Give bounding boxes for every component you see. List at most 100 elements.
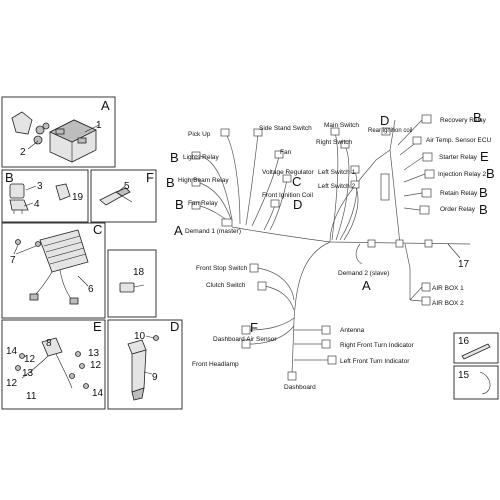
connector-left-turn: [327, 355, 337, 365]
label-side-stand-switch: Side Stand Switch: [259, 125, 312, 132]
panel-e-num-8: 8: [46, 338, 52, 349]
panel-e-num-13b: 13: [22, 368, 34, 379]
panel-e-num-14a: 14: [6, 346, 18, 357]
panel-c-num-6: 6: [88, 284, 94, 295]
connector-front-ignition-coil: [270, 199, 280, 208]
panel-b-num-19: 19: [72, 192, 84, 203]
harness-callouts: B B B A C D D B E B B B A F: [166, 110, 495, 335]
panel-d-num-9: 9: [152, 372, 158, 383]
connector-front-stop: [249, 263, 259, 273]
panel-18-num: 18: [133, 267, 145, 278]
callout-f-dashboard: F: [250, 320, 258, 335]
connector-starter-relay: [422, 152, 433, 162]
callout-a-demand2: A: [362, 278, 371, 293]
callout-e-starter: E: [480, 149, 489, 164]
panel-a-letter: A: [101, 98, 110, 113]
panel-c-letter: C: [93, 222, 102, 237]
connector-side-stand: [253, 128, 263, 137]
panel-e-num-14b: 14: [92, 388, 104, 399]
label-retain-relay: Retain Relay: [440, 190, 478, 197]
connector-fuse-block: [380, 173, 390, 201]
connector-high-beam: [191, 178, 201, 187]
starter-relay-part: [21, 337, 73, 389]
screw-part: [35, 241, 41, 247]
label-air-box-1: AIR BOX 1: [432, 285, 464, 292]
panel-a: A 1 2: [1, 96, 116, 168]
connector-recovery-relay: [421, 114, 432, 124]
connector-dashboard: [287, 371, 297, 381]
connector-fan-relay: [191, 201, 201, 210]
panel-15: 15: [453, 365, 499, 400]
connector-junction: [367, 239, 376, 248]
clip-part: [479, 371, 491, 395]
callout-b-injection: B: [486, 166, 495, 181]
label-air-temp-sensor-ecu: Air Temp. Sensor ECU: [426, 137, 492, 144]
connector-left-switch-2: [350, 180, 360, 189]
panel-b: B 3 4 19: [1, 169, 89, 223]
label-right-switch: Right Switch: [316, 139, 353, 146]
connector-junction: [395, 239, 404, 248]
harness-number-17: 17: [458, 259, 470, 270]
label-fan: Fan: [280, 149, 292, 156]
harness-labels: Pick Up Side Stand Switch Main Switch Re…: [178, 117, 492, 391]
callout-b-fan-relay: B: [175, 197, 184, 212]
connector-antenna: [321, 325, 331, 335]
connector-right-switch: [340, 140, 350, 149]
label-order-relay: Order Relay: [440, 206, 476, 213]
label-lights-relay: Lights Relay: [183, 154, 220, 161]
cable-tie-part: [461, 343, 491, 360]
label-pick-up: Pick Up: [188, 131, 211, 138]
label-front-stop-switch: Front Stop Switch: [196, 265, 248, 272]
connector-junction: [424, 239, 433, 248]
connector-pick-up: [220, 128, 230, 137]
connector-left-switch-1: [350, 165, 360, 174]
label-injection-relay-2: Injection Relay 2: [438, 171, 486, 178]
label-fan-relay: Fan Relay: [188, 200, 218, 207]
panel-e: E 8 12 13 14 12 13 12 14 11: [1, 319, 106, 410]
mount-bracket-part: [11, 111, 50, 145]
panel-e-num-13a: 13: [88, 348, 100, 359]
screw-part: [15, 239, 21, 245]
connector-lights-relay: [191, 151, 201, 160]
connector-air-box-2: [421, 296, 431, 306]
panel-f-frame: [90, 169, 157, 223]
panel-f: F 5: [90, 169, 157, 223]
panel-f-letter: F: [146, 170, 154, 185]
panel-e-frame: [1, 319, 106, 410]
panel-e-letter: E: [93, 319, 102, 334]
label-clutch-switch: Clutch Switch: [206, 282, 246, 289]
panel-e-num-12c: 12: [6, 378, 18, 389]
bolts-part: [15, 351, 89, 389]
panel-d-num-10: 10: [134, 331, 146, 342]
ignition-coil-part: [127, 339, 147, 401]
label-dashboard-air-sensor: Dashboard Air Sensor: [213, 336, 277, 343]
panel-f-num-5: 5: [124, 181, 130, 192]
callout-b-order: B: [479, 202, 488, 217]
panel-b-num-3: 3: [37, 181, 43, 192]
air-sensor-part: [99, 187, 133, 206]
connector-clutch: [257, 281, 267, 291]
label-voltage-regulator: Voltage Regulator: [262, 169, 315, 176]
connector-fan: [274, 150, 284, 159]
connector-voltage-regulator: [282, 174, 292, 183]
connector-demand-1: [221, 218, 233, 227]
panel-a-num-2: 2: [20, 147, 26, 158]
harness-wires: [199, 119, 471, 376]
connector-retain-relay: [421, 188, 432, 198]
label-rear-ignition-coil: Rear ignition coil: [368, 128, 412, 134]
label-left-front-turn: Left Front Turn Indicator: [340, 358, 410, 365]
label-air-box-2: AIR BOX 2: [432, 300, 464, 307]
label-dashboard: Dashboard: [284, 384, 316, 391]
connector-right-turn: [321, 339, 331, 349]
connector-rear-ignition-coil: [381, 127, 391, 136]
panel-e-num-12b: 12: [90, 360, 102, 371]
voltage-regulator-part: [29, 229, 89, 305]
connector-injection-relay: [424, 169, 435, 179]
callout-d-rear-coil: D: [380, 113, 389, 128]
label-main-switch: Main Switch: [324, 122, 359, 129]
panel-d-letter: D: [170, 319, 179, 334]
connector-order-relay: [419, 205, 430, 215]
label-demand-1: Demand 1 (master): [185, 228, 241, 235]
panel-15-num: 15: [458, 370, 470, 381]
